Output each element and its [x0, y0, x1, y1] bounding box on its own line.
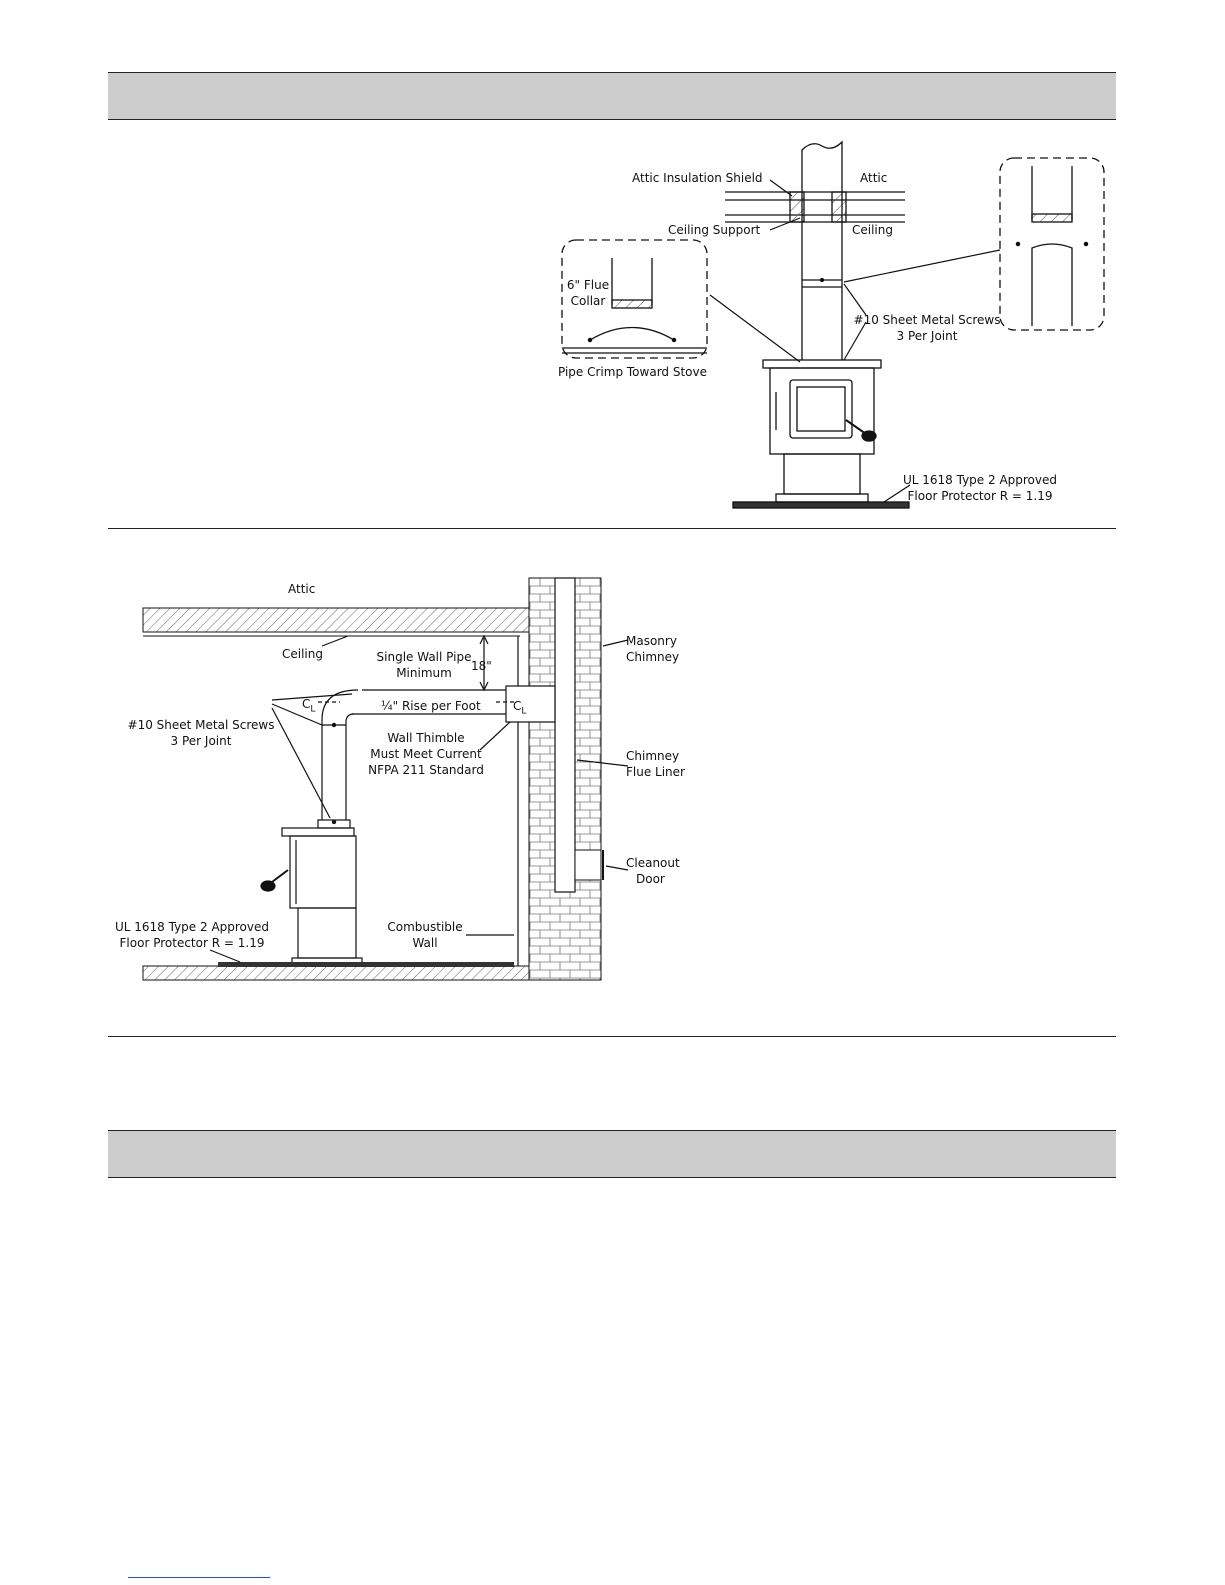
- floor-hatch: [142, 965, 530, 981]
- arrow-floor-protector-side: [209, 949, 241, 963]
- stove-body: [769, 367, 875, 455]
- chimney-pipe: [801, 140, 843, 360]
- label-masonry-2: Chimney: [626, 650, 680, 664]
- label-screws-fig1-2: 3 Per Joint: [896, 329, 958, 343]
- floor-protector: [732, 501, 910, 509]
- label-thimble-2: Must Meet Current: [370, 747, 482, 761]
- arrow-screws-lower: [843, 321, 867, 361]
- label-thimble-1: Wall Thimble: [387, 731, 465, 745]
- label-single-wall-2: Minimum: [396, 666, 452, 680]
- label-centerline-right: CL: [513, 699, 527, 717]
- section-header-band-bottom: [108, 1130, 1116, 1178]
- label-masonry-1: Masonry: [626, 634, 677, 648]
- label-attic-fig2: Attic: [288, 582, 316, 596]
- label-floor-fig2-2: Floor Protector R = 1.19: [119, 936, 265, 950]
- stove-body-side: [289, 835, 357, 909]
- arrow-pipe-joint-detail: [843, 249, 1001, 283]
- stove-door-frame: [789, 379, 853, 439]
- label-floor-fig2-1: UL 1618 Type 2 Approved: [114, 920, 270, 934]
- arrow-thimble: [479, 721, 511, 751]
- label-cleanout-2: Door: [636, 872, 665, 886]
- wall-thimble: [505, 685, 556, 723]
- label-ceiling-fig1: Ceiling: [852, 223, 893, 237]
- detail-box-pipe-joint: [999, 157, 1105, 331]
- floor-protector-side: [218, 962, 514, 967]
- arrow-insulation-shield: [769, 179, 793, 197]
- label-floor-fig1-2: Floor Protector R = 1.19: [907, 489, 1053, 503]
- arrow-screws-collar: [271, 707, 331, 819]
- arrow-ceiling-support: [769, 217, 801, 231]
- chimney-flue-liner: [554, 577, 576, 893]
- stove-door-glass: [796, 386, 846, 432]
- label-liner-2: Flue Liner: [626, 765, 685, 779]
- arrow-flue-collar-detail: [709, 294, 801, 363]
- figure-vertical-installation: [561, 140, 1105, 509]
- label-flue-collar-2: Collar: [570, 294, 606, 308]
- cleanout-door: [574, 849, 602, 881]
- label-attic-fig1: Attic: [860, 171, 888, 185]
- arrow-masonry: [602, 639, 629, 647]
- insulation-shield-right: [831, 191, 847, 223]
- arrow-screws-joint: [271, 703, 323, 726]
- label-single-wall-1: Single Wall Pipe: [376, 650, 472, 664]
- stove-pedestal: [783, 453, 861, 495]
- label-flue-collar-1: 6" Flue: [566, 278, 610, 292]
- arrow-floor-protector: [883, 484, 911, 503]
- section-header-band-top: [108, 72, 1116, 120]
- stove-pedestal-side: [297, 907, 357, 959]
- label-combustible-1: Combustible: [387, 920, 463, 934]
- label-screws-fig2-2: 3 Per Joint: [170, 734, 232, 748]
- label-centerline-left: CL: [302, 697, 316, 715]
- flue-collar-crimp: [611, 299, 653, 309]
- footer-link-underline: [128, 1577, 270, 1578]
- stove-top: [281, 827, 355, 837]
- pipe-joint-crimp: [1031, 213, 1073, 223]
- label-liner-1: Chimney: [626, 749, 680, 763]
- label-clearance: 18": [471, 659, 492, 673]
- label-floor-fig1-1: UL 1618 Type 2 Approved: [902, 473, 1058, 487]
- stove-base: [775, 493, 869, 503]
- arrow-cleanout: [605, 865, 629, 871]
- label-screws-fig2-1: #10 Sheet Metal Screws: [127, 718, 275, 732]
- ceiling-joist-hatch: [142, 607, 530, 633]
- insulation-shield-left: [789, 191, 805, 223]
- label-attic-insulation-shield: Attic Insulation Shield: [632, 171, 763, 185]
- label-ceiling-support: Ceiling Support: [668, 223, 761, 237]
- label-ceiling-fig2: Ceiling: [282, 647, 323, 661]
- arrow-liner: [576, 759, 629, 767]
- figure-masonry-chimney-installation: [142, 577, 629, 981]
- arrow-screws-upper: [843, 283, 867, 316]
- arrow-ceiling: [321, 635, 349, 647]
- label-cleanout-1: Cleanout: [626, 856, 680, 870]
- label-thimble-3: NFPA 211 Standard: [368, 763, 484, 777]
- divider-rule-1: [108, 528, 1116, 529]
- label-combustible-2: Wall: [412, 936, 438, 950]
- stove-handle: [845, 419, 867, 435]
- label-screws-fig1-1: #10 Sheet Metal Screws: [853, 313, 1001, 327]
- arrow-screws-elbow: [271, 693, 353, 701]
- divider-rule-2: [108, 1036, 1116, 1037]
- stove-handle-side: [271, 869, 289, 883]
- label-rise-per-foot: ¼" Rise per Foot: [381, 699, 481, 713]
- stove-top-plate: [762, 359, 882, 369]
- label-pipe-crimp: Pipe Crimp Toward Stove: [558, 365, 707, 379]
- detail-box-flue-collar: [561, 239, 708, 359]
- elbow: [321, 689, 359, 748]
